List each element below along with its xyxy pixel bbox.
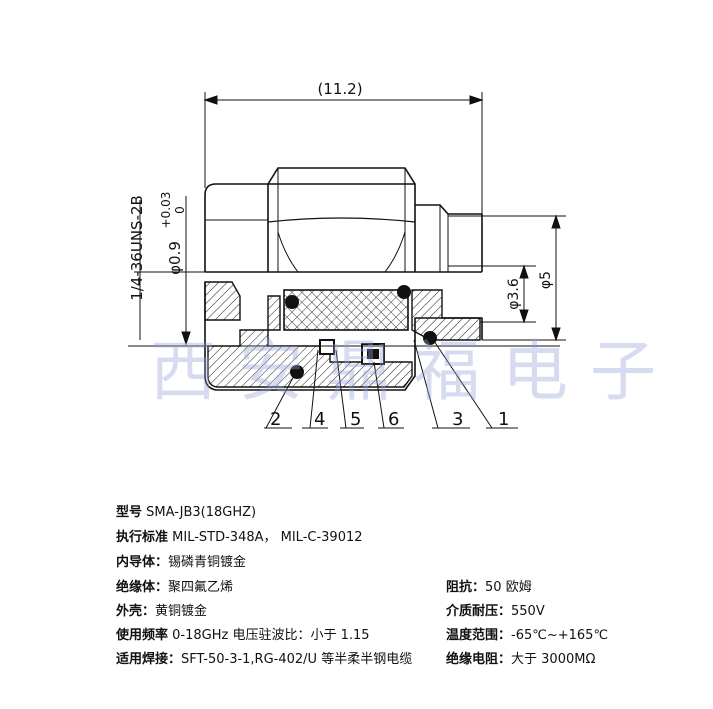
spec-temperature: 温度范围：-65℃~+165℃ — [446, 628, 608, 644]
spec-value: 0-18GHz 电压驻波比：小于 1.15 — [168, 628, 370, 643]
spec-standard: 执行标准 MIL-STD-348A， MIL-C-39012 — [116, 530, 363, 546]
spec-insulator: 绝缘体：聚四氟乙烯 — [116, 580, 233, 596]
pin-tolerance-upper: +0.03 — [159, 192, 173, 229]
spec-frequency: 使用频率 0-18GHz 电压驻波比：小于 1.15 — [116, 628, 370, 644]
pin-diameter-label: φ0.9 — [166, 241, 184, 275]
spec-label: 阻抗： — [446, 580, 486, 595]
spec-label: 适用焊接： — [116, 652, 182, 667]
connector-drawing: (11.2) 1/4-36UNS-2B φ0.9 +0.03 0 φ3.6 φ5 — [128, 80, 566, 430]
seal-ring — [397, 285, 411, 299]
pin-tolerance-lower: 0 — [173, 206, 187, 214]
spec-value: 大于 3000MΩ — [511, 652, 596, 667]
thread-spec-label: 1/4-36UNS-2B — [128, 195, 146, 301]
spec-value: 锡磷青铜镀金 — [168, 555, 247, 570]
spec-value: MIL-STD-348A， MIL-C-39012 — [168, 530, 363, 545]
spec-model: 型号 SMA-JB3(18GHZ) — [116, 505, 256, 521]
callout-5: 5 — [350, 409, 361, 430]
spec-value: 50 欧姆 — [485, 580, 532, 595]
spec-label: 型号 — [116, 505, 143, 520]
spec-inner-conductor: 内导体：锡磷青铜镀金 — [116, 555, 246, 571]
callout-1: 1 — [498, 409, 509, 430]
spec-insulation-resistance: 绝缘电阻：大于 3000MΩ — [446, 652, 595, 668]
spec-label: 内导体： — [116, 555, 169, 570]
spec-value: 550V — [511, 604, 545, 619]
seal-ring — [285, 295, 299, 309]
spec-impedance: 阻抗：50 欧姆 — [446, 580, 532, 596]
spec-label: 介质耐压： — [446, 604, 512, 619]
retainer-4 — [319, 339, 335, 355]
spec-label: 外壳： — [116, 604, 156, 619]
spec-value: SMA-JB3(18GHZ) — [142, 505, 257, 520]
callout-6: 6 — [388, 409, 399, 430]
spec-value: -65℃~+165℃ — [511, 628, 609, 643]
spec-label: 温度范围： — [446, 628, 512, 643]
spec-value: 聚四氟乙烯 — [168, 580, 234, 595]
outer-diameter-label: φ5 — [538, 271, 554, 289]
coupling-nut — [204, 183, 269, 272]
section-hatching — [204, 281, 481, 388]
callout-2: 2 — [270, 409, 281, 430]
seal-ring — [423, 331, 437, 345]
inner-diameter-label: φ3.6 — [506, 278, 522, 310]
seal-ring — [290, 365, 304, 379]
callout-4: 4 — [314, 409, 325, 430]
spec-cable: 适用焊接：SFT-50-3-1,RG-402/U 等半柔半钢电缆 — [116, 652, 412, 668]
callout-3: 3 — [452, 409, 463, 430]
spec-withstand-voltage: 介质耐压：550V — [446, 604, 545, 620]
spec-label: 绝缘体： — [116, 580, 169, 595]
insulator — [283, 289, 409, 331]
spec-shell: 外壳：黄铜镀金 — [116, 604, 207, 620]
overall-length-label: (11.2) — [317, 80, 362, 98]
spec-value: 黄铜镀金 — [155, 604, 208, 619]
spec-label: 绝缘电阻： — [446, 652, 512, 667]
spec-value: SFT-50-3-1,RG-402/U 等半柔半钢电缆 — [181, 652, 413, 667]
spec-label: 使用频率 — [116, 628, 169, 643]
spec-label: 执行标准 — [116, 530, 169, 545]
